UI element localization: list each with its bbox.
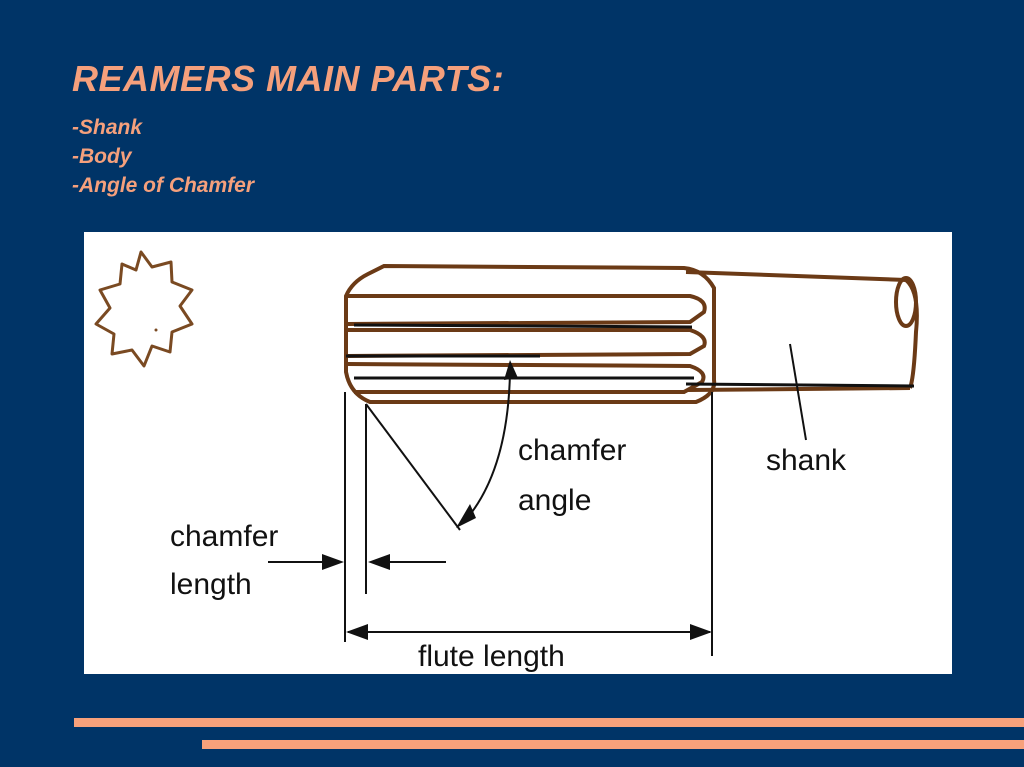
label-chamfer-length-line2: length bbox=[170, 568, 252, 601]
chamfer-length-arrowhead-right bbox=[368, 554, 390, 570]
shank-edge-line bbox=[685, 382, 915, 388]
bullet-list: -Shank -Body -Angle of Chamfer bbox=[72, 113, 254, 200]
label-shank: shank bbox=[766, 444, 847, 477]
bullet-body: -Body bbox=[72, 145, 132, 168]
label-chamfer-angle-line1: chamfer bbox=[518, 434, 626, 467]
label-chamfer-angle-line2: angle bbox=[518, 484, 591, 517]
reamer-diagram-svg: chamfer angle shank chamfer length flute… bbox=[94, 250, 919, 673]
arc-arrowhead-top bbox=[504, 360, 518, 380]
arc-arrowhead-bottom bbox=[456, 504, 476, 528]
slide-title: REAMERS MAIN PARTS: bbox=[72, 58, 505, 99]
label-chamfer-length-line1: chamfer bbox=[170, 520, 278, 553]
reamer-shank-outline bbox=[685, 270, 919, 392]
flute-line-1 bbox=[347, 294, 707, 326]
reamer-diagram: chamfer angle shank chamfer length flute… bbox=[84, 232, 952, 674]
decor-bar-bottom bbox=[202, 740, 1024, 749]
shank-end bbox=[894, 276, 918, 328]
reamer-body-outline bbox=[344, 263, 717, 404]
chamfer-length-arrowhead-left bbox=[322, 554, 344, 570]
cross-section-icon bbox=[94, 250, 194, 368]
label-flute-length: flute length bbox=[418, 640, 565, 673]
flute-dark-stripe bbox=[353, 323, 693, 329]
bullet-angle-of-chamfer: -Angle of Chamfer bbox=[72, 174, 255, 197]
cross-section-center bbox=[154, 328, 158, 332]
shank-leader-line bbox=[789, 343, 807, 441]
bullet-shank: -Shank bbox=[72, 116, 143, 139]
chamfer-angle-arc bbox=[463, 371, 511, 523]
flute-line-3 bbox=[347, 362, 706, 394]
flute-length-arrowhead-left bbox=[346, 624, 368, 640]
flute-line-2 bbox=[347, 328, 707, 358]
chamfer-edge-line bbox=[365, 403, 461, 531]
decor-bar-top bbox=[74, 718, 1024, 727]
flute-length-arrowhead-right bbox=[690, 624, 712, 640]
